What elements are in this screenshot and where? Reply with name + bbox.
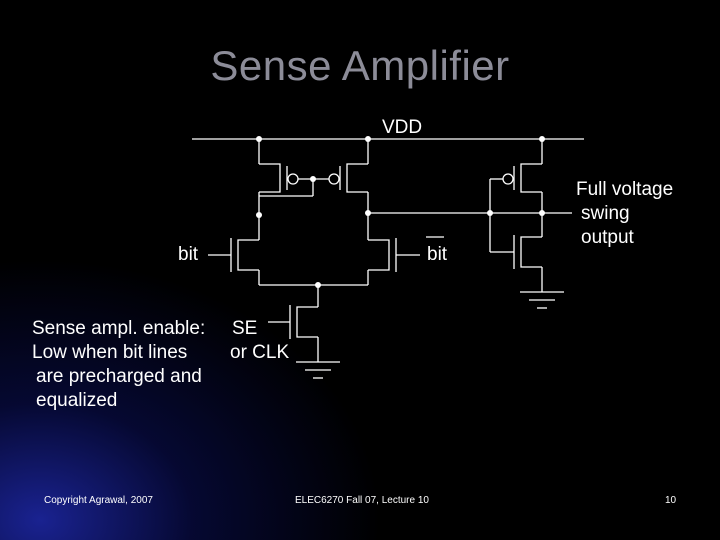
nmos-left-channel bbox=[237, 239, 259, 271]
pmos-right-channel bbox=[346, 163, 368, 193]
se-label: SE bbox=[232, 318, 258, 339]
or-clk-label: or CLK bbox=[230, 342, 290, 363]
footer-page-number: 10 bbox=[665, 495, 677, 506]
pmos-left-channel bbox=[259, 163, 281, 193]
output-label-line3: output bbox=[581, 227, 634, 248]
bit-left-label: bit bbox=[178, 244, 199, 265]
output-label-line2: swing bbox=[581, 203, 630, 224]
enable-note-line4: equalized bbox=[36, 390, 118, 411]
junction-dot bbox=[315, 282, 321, 288]
enable-note-line1: Sense ampl. enable: bbox=[32, 318, 206, 339]
junction-dot bbox=[256, 136, 262, 142]
pmos-left-bubble bbox=[287, 173, 299, 185]
footer-copyright: Copyright Agrawal, 2007 bbox=[44, 495, 153, 506]
pmos-right-bubble bbox=[328, 173, 340, 185]
junction-dot bbox=[365, 210, 371, 216]
inverter-pmos-bubble bbox=[502, 173, 514, 185]
inverter-pmos-channel bbox=[520, 163, 542, 193]
junction-dot bbox=[310, 176, 316, 182]
slide-title: Sense Amplifier bbox=[210, 42, 510, 89]
enable-note-line3: are precharged and bbox=[36, 366, 202, 387]
nmos-right-channel bbox=[368, 239, 390, 271]
junction-dot bbox=[539, 136, 545, 142]
nmos-enable-channel bbox=[296, 306, 318, 338]
enable-note-line2: Low when bit lines bbox=[32, 342, 188, 363]
footer-course: ELEC6270 Fall 07, Lecture 10 bbox=[295, 495, 429, 506]
junction-dot bbox=[487, 210, 493, 216]
output-label-line1: Full voltage bbox=[576, 179, 674, 200]
junction-dot bbox=[365, 136, 371, 142]
junction-dot bbox=[539, 210, 545, 216]
inverter-nmos-channel bbox=[520, 236, 542, 268]
bit-bar-label: bit bbox=[427, 244, 448, 265]
junction-dot bbox=[256, 212, 262, 218]
vdd-label: VDD bbox=[382, 117, 423, 138]
